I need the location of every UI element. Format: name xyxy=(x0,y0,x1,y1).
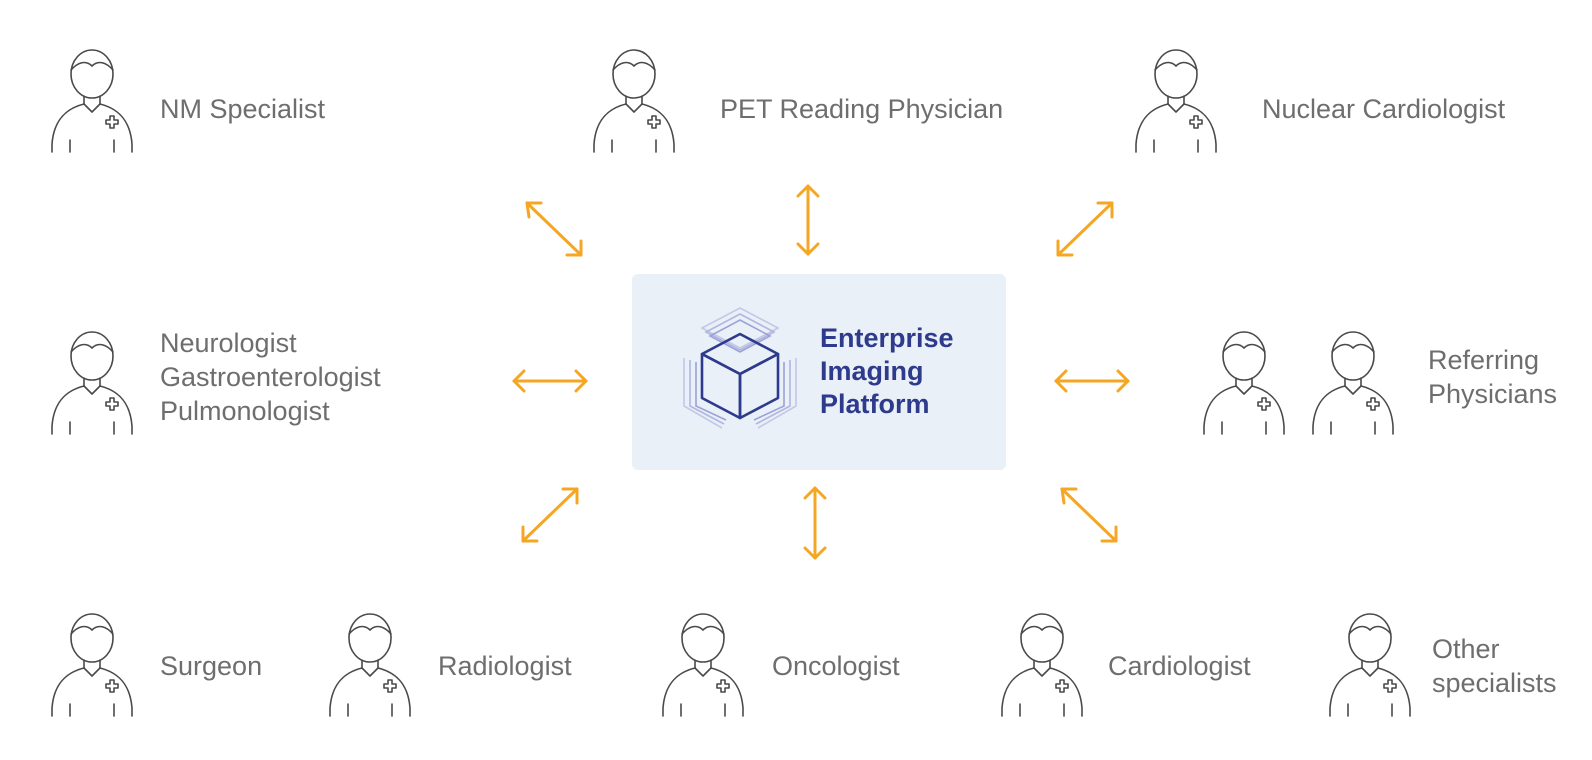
arrow-referring-physicians xyxy=(1054,369,1130,393)
physician-icon xyxy=(1135,49,1217,153)
label-referring: Referring xyxy=(1428,345,1540,375)
physician-icon xyxy=(1203,331,1285,435)
isometric-cube-logo-icon xyxy=(683,307,797,429)
label-cardiologist: Cardiologist xyxy=(1108,651,1251,681)
label-surgeon: Surgeon xyxy=(160,651,263,681)
arrow-nm-specialist xyxy=(525,201,583,257)
enterprise-imaging-platform-box: Enterprise Imaging Platform xyxy=(632,274,1006,470)
physician-icon xyxy=(329,613,411,717)
label-pulmonologist: Pulmonologist xyxy=(160,396,330,426)
label-referring-physicians: Referring Physicians xyxy=(1428,343,1557,411)
arrow-cardiologist xyxy=(1060,487,1118,543)
arrow-surgeon xyxy=(521,487,579,543)
physician-icon xyxy=(593,49,675,153)
physician-icon xyxy=(51,331,133,435)
platform-title-line-1: Enterprise xyxy=(820,323,954,353)
label-neuro-group: Neurologist Gastroenterologist Pulmonolo… xyxy=(160,326,381,428)
physician-icon xyxy=(51,613,133,717)
label-nm-specialist: NM Specialist xyxy=(160,94,326,124)
physician-icon xyxy=(1001,613,1083,717)
label-specialists: specialists xyxy=(1432,668,1557,698)
label-pet-reading-physician: PET Reading Physician xyxy=(720,94,1004,124)
label-radiologist: Radiologist xyxy=(438,651,572,681)
platform-title: Enterprise Imaging Platform xyxy=(820,322,954,421)
arrow-pet-reading-physician xyxy=(796,184,820,256)
physician-icon xyxy=(1312,331,1394,435)
label-other: Other xyxy=(1432,634,1500,664)
platform-title-line-2: Imaging xyxy=(820,356,924,386)
label-oncologist: Oncologist xyxy=(772,651,900,681)
label-nuclear-cardiologist: Nuclear Cardiologist xyxy=(1262,94,1506,124)
physician-icon xyxy=(662,613,744,717)
physician-icon xyxy=(51,49,133,153)
arrow-nuclear-cardiologist xyxy=(1056,201,1114,257)
arrow-neuro-group xyxy=(512,369,588,393)
platform-title-line-3: Platform xyxy=(820,389,930,419)
label-neurologist: Neurologist xyxy=(160,328,297,358)
physician-icon xyxy=(1329,613,1411,717)
label-other-specialists: Other specialists xyxy=(1432,632,1557,700)
label-gastroenterologist: Gastroenterologist xyxy=(160,362,381,392)
arrow-oncologist xyxy=(803,486,827,560)
label-physicians: Physicians xyxy=(1428,379,1558,409)
